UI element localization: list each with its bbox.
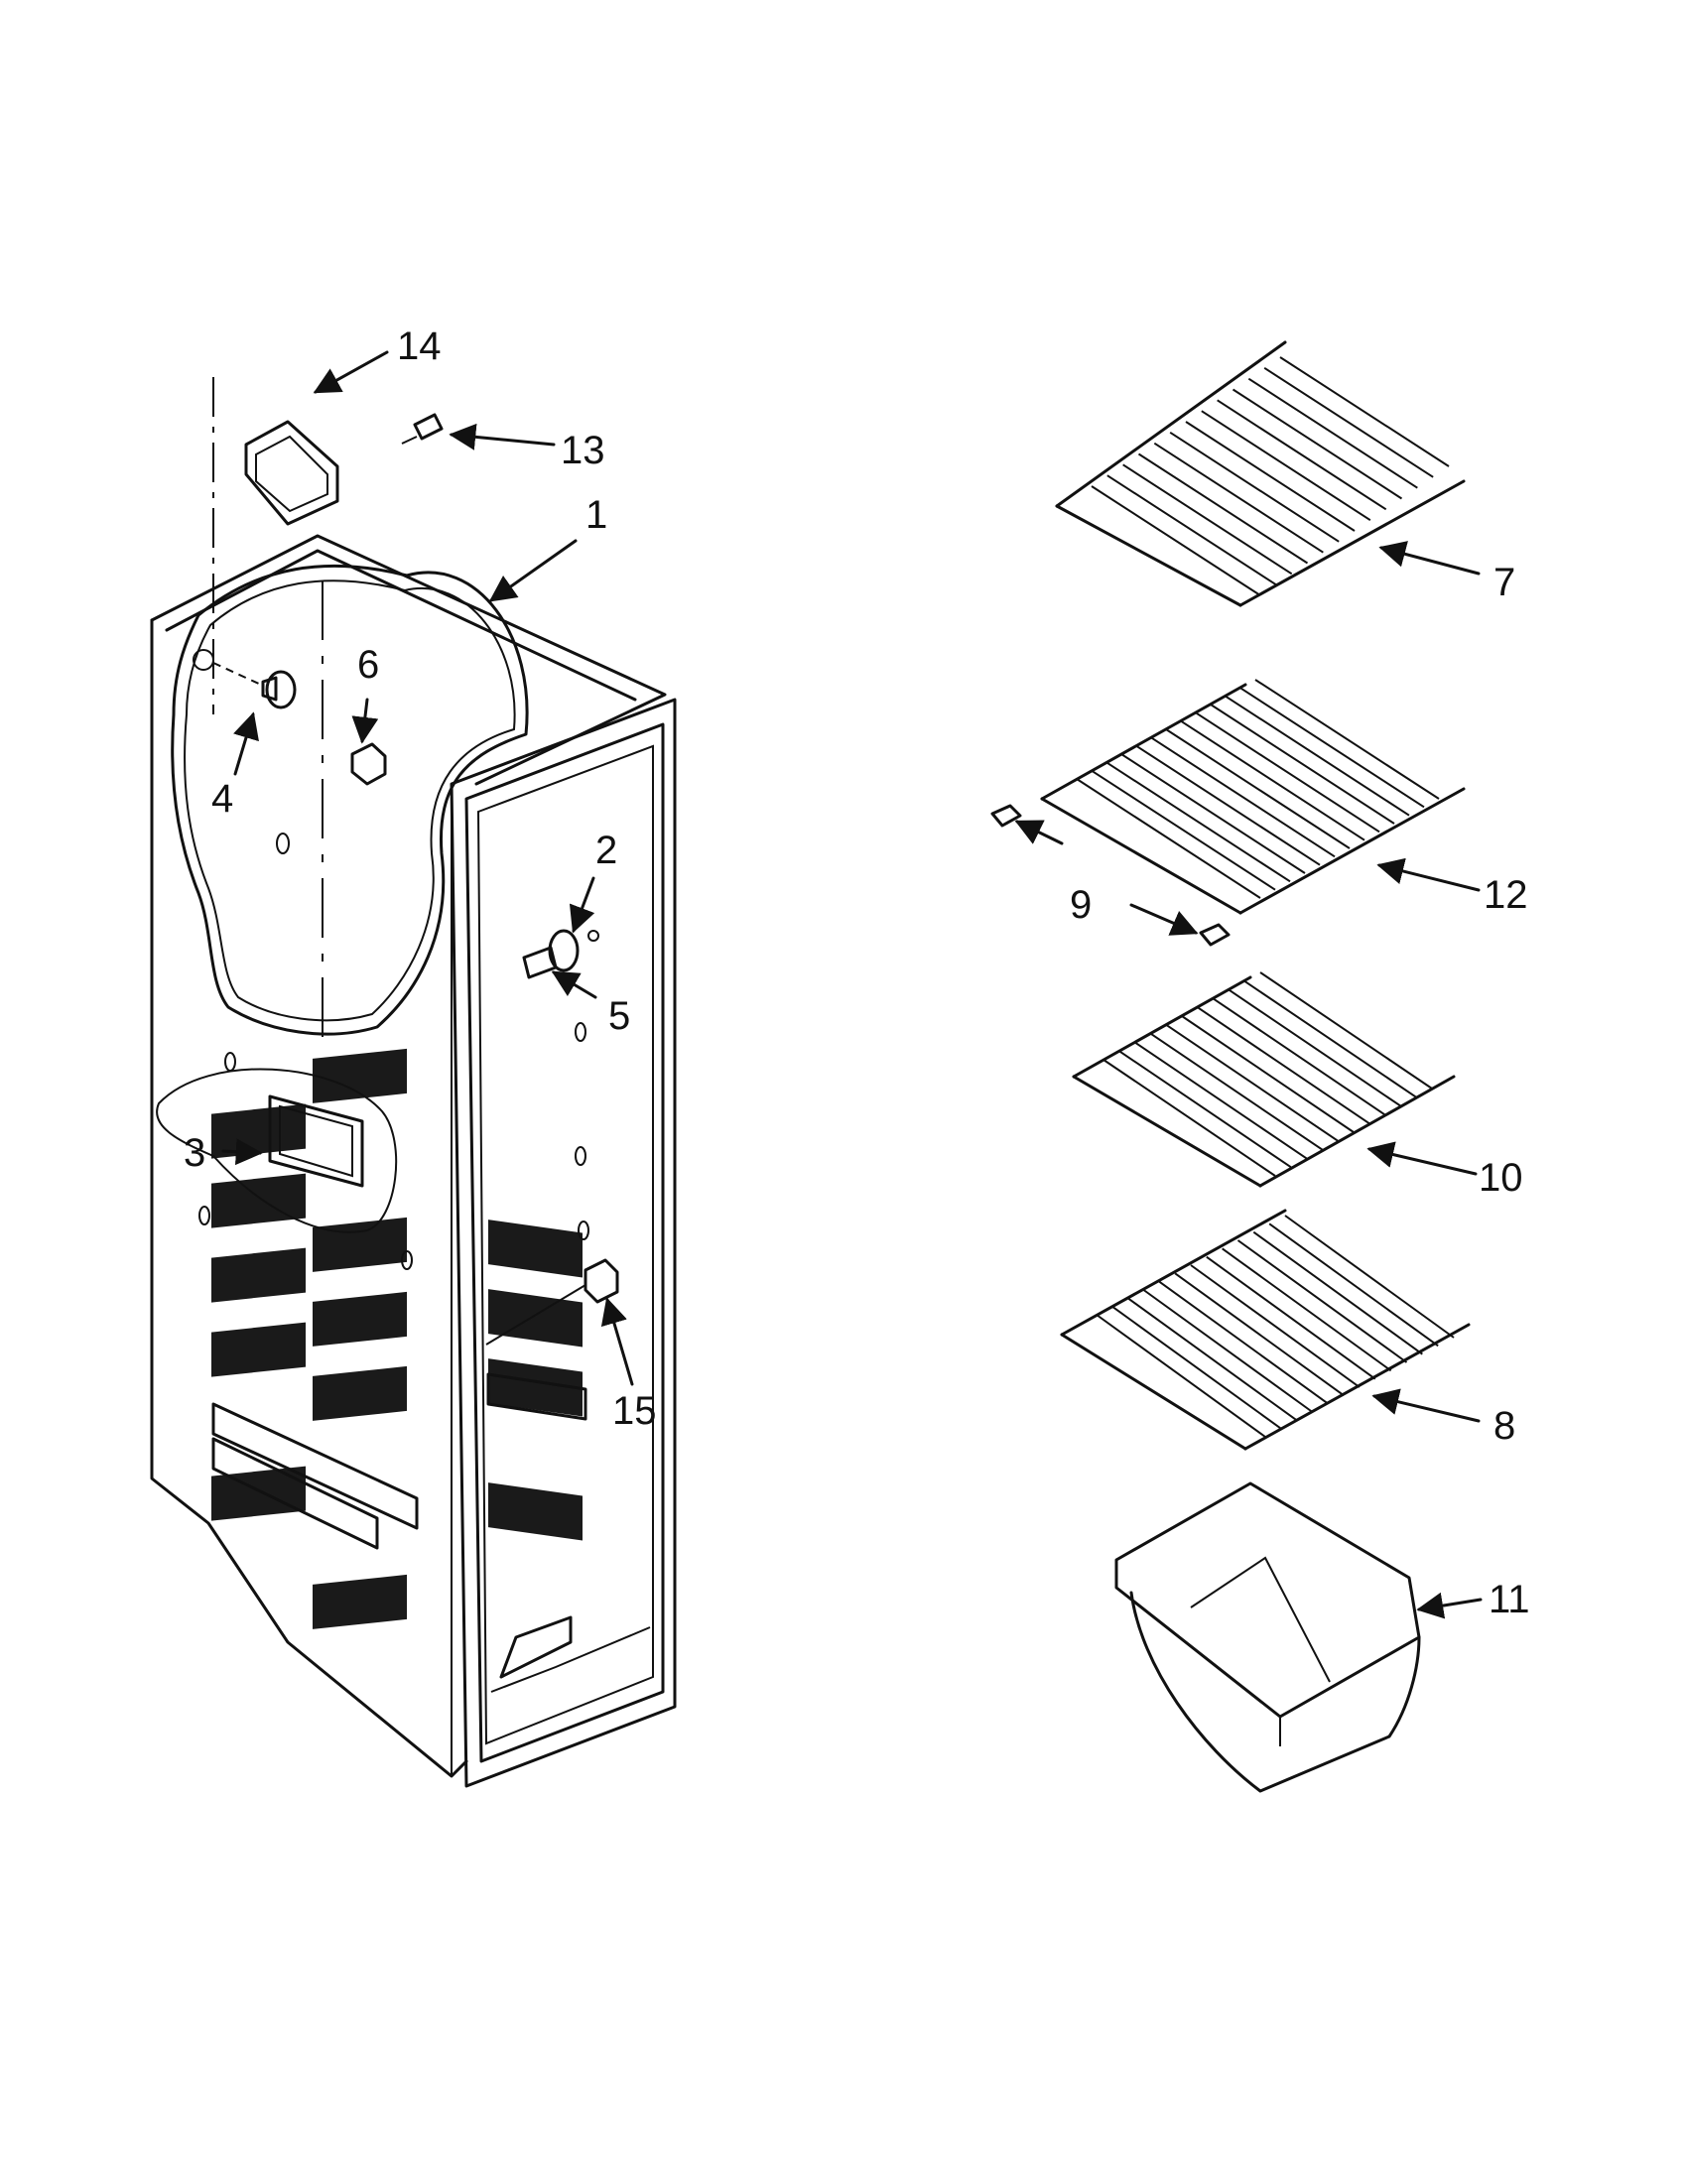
- shelf-wire: [1247, 377, 1418, 489]
- sensor-clip-part: [485, 1258, 619, 1346]
- shelf-wire: [1228, 988, 1401, 1107]
- shelf-wire: [1206, 1255, 1376, 1380]
- stud-part: [522, 929, 599, 979]
- shelf-wire: [1284, 1215, 1455, 1339]
- shelf-10: [1072, 975, 1456, 1188]
- shelf-12: [1040, 683, 1466, 915]
- shelf-wire: [1225, 695, 1410, 817]
- shelf-wire: [1190, 1264, 1361, 1388]
- shelf-wire: [1118, 1050, 1292, 1169]
- shelf-wire: [1232, 388, 1403, 500]
- shelf-wire: [1091, 485, 1261, 596]
- callout-3: 3: [184, 1131, 205, 1175]
- freezer-liner: [150, 534, 677, 1788]
- shelf-wire: [1243, 979, 1417, 1098]
- shelf-wire: [1259, 971, 1433, 1090]
- bin-part: [1114, 1481, 1421, 1793]
- shelf-wire: [1091, 769, 1276, 891]
- callout-12: 12: [1484, 873, 1528, 917]
- shelf-wire: [1158, 1280, 1329, 1405]
- shelf-wire: [1137, 452, 1309, 565]
- clip-part: [350, 742, 387, 786]
- shelf-wire: [1201, 410, 1371, 522]
- shelf-wire: [1169, 431, 1340, 543]
- shelf-wire: [1165, 1023, 1339, 1142]
- knob-part: [193, 649, 297, 709]
- shelf-wire: [1195, 711, 1380, 834]
- shelf-wire: [1263, 366, 1434, 478]
- callout-10: 10: [1479, 1156, 1523, 1200]
- shelf-wire: [1120, 753, 1306, 874]
- callout-1: 1: [585, 493, 607, 537]
- shelf-wire: [1153, 442, 1324, 554]
- shelf-wire: [1142, 1289, 1314, 1413]
- screw-part: [401, 413, 444, 445]
- shelf-wire: [1122, 463, 1293, 576]
- callout-15: 15: [612, 1389, 657, 1433]
- shelf-8: [1060, 1209, 1471, 1451]
- shelf-wire: [1105, 761, 1291, 883]
- shelf-wire: [1134, 1041, 1308, 1160]
- shelf-7: [1055, 340, 1466, 607]
- shelf-wire: [1239, 687, 1425, 809]
- shelf-wire: [1254, 679, 1440, 800]
- callout-7: 7: [1493, 561, 1515, 604]
- shelf-wire: [1268, 1222, 1439, 1348]
- callout-13: 13: [561, 429, 605, 472]
- shelf-wire: [1150, 736, 1336, 858]
- callout-14: 14: [397, 324, 442, 368]
- shelf-wire: [1076, 778, 1261, 899]
- shelf-wire: [1213, 997, 1386, 1116]
- shelf-wire-ribs: [1103, 971, 1433, 1177]
- callout-5: 5: [608, 994, 630, 1038]
- callout-2: 2: [595, 829, 617, 872]
- shelf-wire-ribs: [1091, 356, 1450, 596]
- shelf-wire: [1181, 1015, 1355, 1133]
- shelf-wire: [1127, 1297, 1298, 1422]
- callout-9: 9: [1070, 883, 1092, 927]
- shelf-support-pin: [990, 804, 1231, 947]
- shelf-wire: [1106, 474, 1277, 586]
- shelf-wire: [1135, 744, 1321, 866]
- shelf-wire: [1236, 1239, 1408, 1363]
- shelf-wire: [1252, 1230, 1423, 1355]
- callout-6: 6: [357, 643, 379, 687]
- bracket-part: [212, 377, 339, 714]
- shelf-wire: [1096, 1314, 1266, 1438]
- callout-8: 8: [1493, 1404, 1515, 1448]
- shelf-wire: [1111, 1305, 1282, 1430]
- shelf-wire-ribs: [1076, 679, 1440, 899]
- callout-4: 4: [211, 777, 233, 821]
- shelf-wire: [1210, 704, 1395, 825]
- shelf-wire: [1174, 1272, 1345, 1397]
- shelf-wire: [1197, 1006, 1370, 1125]
- shelf-wire: [1103, 1059, 1276, 1177]
- shelf-wire: [1185, 421, 1356, 532]
- shelf-wire-ribs: [1096, 1215, 1455, 1438]
- shelf-wire: [1279, 356, 1450, 467]
- leader-lines: [221, 350, 1483, 1619]
- shelf-wire: [1222, 1247, 1392, 1372]
- shelf-wire: [1165, 728, 1351, 849]
- control-housing-part: [156, 1068, 398, 1233]
- callout-11: 11: [1489, 1578, 1530, 1621]
- shelf-wire: [1149, 1032, 1323, 1151]
- shelf-wire: [1217, 399, 1387, 511]
- shelf-wire: [1180, 719, 1365, 841]
